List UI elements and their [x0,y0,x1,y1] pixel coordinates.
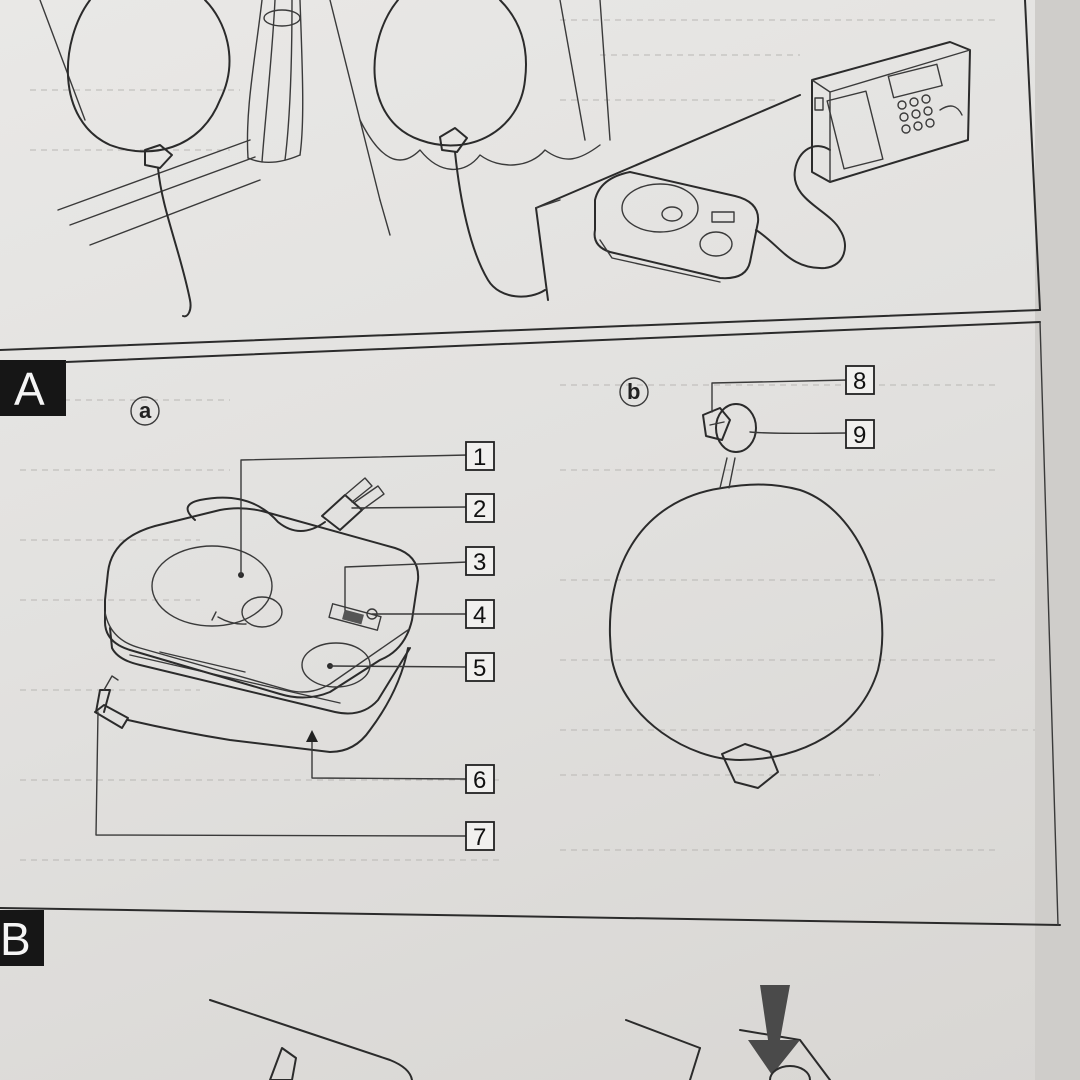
section-a: A a [0,321,1061,926]
loop-antenna [608,403,884,789]
antenna-unit-small [593,171,760,283]
subfigure-a-circle [130,396,160,426]
subfigure-b-label: b [627,379,640,404]
curtain [329,0,611,236]
svg-text:7: 7 [473,824,486,851]
leader-lines-b [711,379,849,435]
window-sill [39,0,261,246]
curtain-tieback [246,0,304,163]
callout-6: 6 [465,764,495,794]
loop-antenna-window [66,0,231,318]
callout-7: 7 [465,821,495,851]
section-a-label: A [14,363,45,415]
svg-text:4: 4 [473,602,486,629]
leader-lines-a [95,454,469,837]
section-b-label: B [0,913,31,965]
svg-text:5: 5 [473,655,486,682]
section-b-right-device [625,985,831,1080]
antenna-base-unit [103,507,420,715]
antenna-plug [186,477,385,532]
svg-text:1: 1 [473,444,486,471]
section-b-label-box [0,910,44,966]
section-b-left-device [209,999,413,1080]
svg-text:9: 9 [853,422,866,449]
top-panel [0,0,1041,351]
callout-1: 1 [465,441,495,471]
subfigure-a-label: a [139,398,152,423]
loop-antenna-curtain [373,0,546,298]
svg-text:8: 8 [853,368,866,395]
callout-4: 4 [465,599,495,629]
output-cable [94,647,409,753]
subfigure-b-circle [619,377,649,407]
callout-3: 3 [465,546,495,576]
callout-2: 2 [465,493,495,523]
portable-radio [811,41,971,183]
section-b: B [0,910,831,1080]
callout-8: 8 [845,365,875,395]
section-a-label-box [0,360,66,416]
down-arrow-icon [748,985,800,1075]
shelf [535,94,801,301]
svg-text:2: 2 [473,496,486,523]
cable-to-radio [755,145,846,270]
svg-text:6: 6 [473,767,486,794]
callout-9: 9 [845,419,875,449]
svg-text:3: 3 [473,549,486,576]
callout-5: 5 [465,652,495,682]
